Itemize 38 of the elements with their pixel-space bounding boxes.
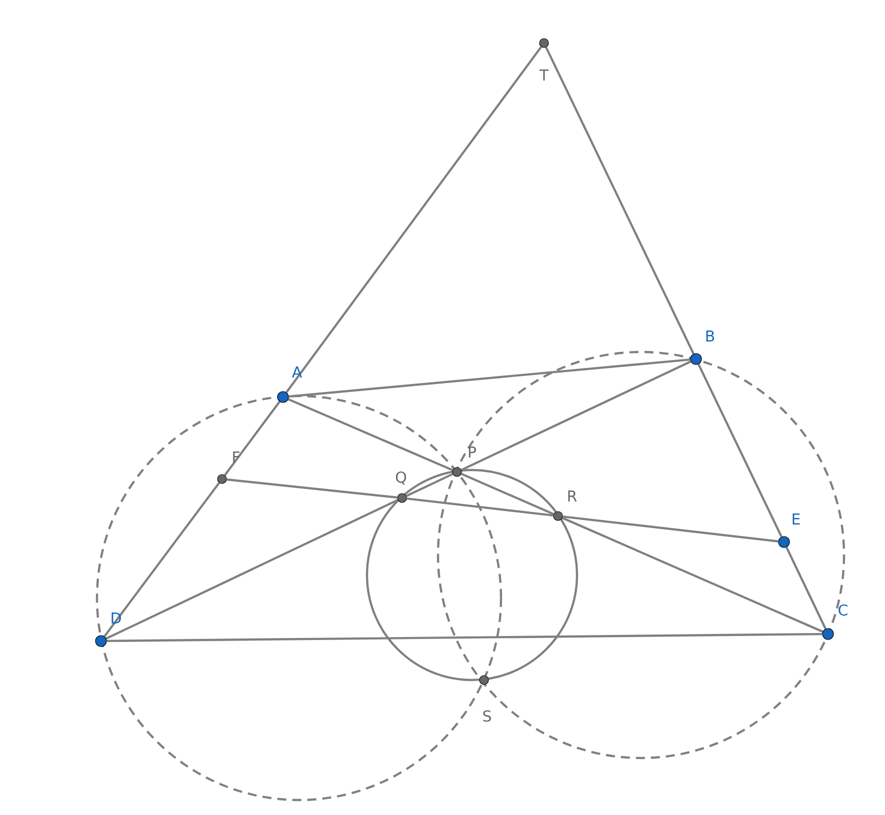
point-label: T — [539, 70, 549, 80]
line-segment — [562, 516, 824, 633]
line-segment — [786, 546, 826, 630]
point — [95, 635, 107, 647]
point-label: C — [838, 604, 848, 616]
line-segment — [698, 364, 782, 538]
line-segment — [288, 398, 454, 472]
line-segment — [460, 472, 554, 516]
line-segment — [406, 497, 554, 517]
point — [778, 536, 790, 548]
point-label: A — [292, 366, 302, 378]
point-label: E — [792, 514, 800, 524]
line-segment — [226, 478, 398, 499]
point-label: D — [112, 612, 121, 624]
point — [822, 628, 834, 640]
line-segment — [224, 401, 280, 476]
point — [479, 675, 489, 685]
point — [539, 38, 549, 48]
point-label: R — [568, 490, 577, 502]
point — [397, 493, 407, 503]
point — [277, 391, 289, 403]
point-label: P — [468, 446, 476, 458]
line-segment — [545, 46, 694, 354]
line-segment — [406, 473, 454, 497]
line-segment — [106, 632, 822, 642]
point-label: B — [706, 330, 714, 342]
line-segment — [286, 46, 542, 393]
point — [452, 467, 462, 477]
point — [690, 353, 702, 365]
point — [217, 474, 227, 484]
line-segment — [106, 499, 398, 640]
line-segment — [460, 360, 692, 471]
line-segment — [104, 482, 220, 638]
point — [553, 511, 563, 521]
point-label: Q — [396, 471, 406, 485]
point-label: S — [483, 710, 491, 722]
line-segment — [288, 358, 690, 398]
line-segment — [562, 515, 778, 542]
